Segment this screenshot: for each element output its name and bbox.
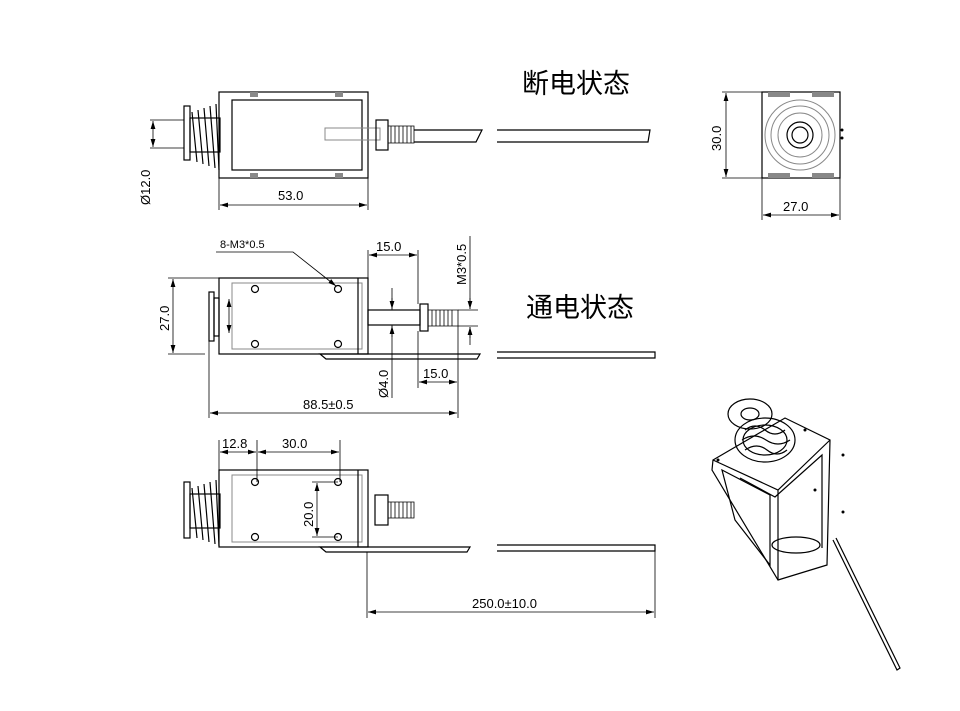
dim-rod-extension: 15.0 xyxy=(376,239,401,254)
title-power-on: 通电状态 xyxy=(526,293,634,324)
dim-wire-length: 250.0±10.0 xyxy=(472,596,537,611)
dim-thread: M3*0.5 xyxy=(454,244,469,285)
dim-height-30: 30.0 xyxy=(709,126,724,151)
dim-overall-length: 88.5±0.5 xyxy=(303,397,354,412)
dim-hole-vertical-spacing: 20.0 xyxy=(301,502,316,527)
bottom-view: 12.8 30.0 20.0 250.0±10.0 xyxy=(183,436,656,618)
dim-rod-diameter: Ø4.0 xyxy=(376,370,391,398)
dim-hole-spacing: 30.0 xyxy=(282,436,307,451)
label-mount-holes: 8-M3*0.5 xyxy=(220,239,265,251)
dim-width-27: 27.0 xyxy=(783,199,808,214)
spring xyxy=(183,103,221,171)
side-view-power-on: 8-M3*0.5 27.0 15.0 Ø4.0 M3*0.5 15.0 88.5… xyxy=(157,236,656,418)
isometric-view xyxy=(711,398,901,671)
dim-thread-length: 15.0 xyxy=(423,366,448,381)
end-view: 30.0 27.0 xyxy=(709,91,844,220)
dim-hole-offset: 12.8 xyxy=(222,436,247,451)
title-power-off: 断电状态 xyxy=(522,69,630,100)
dim-diameter-12: Ø12.0 xyxy=(138,170,153,205)
top-view-power-off: Ø12.0 53.0 xyxy=(138,91,651,210)
dim-height-27: 27.0 xyxy=(157,306,172,331)
spring xyxy=(183,479,221,547)
dim-length-53: 53.0 xyxy=(278,188,303,203)
